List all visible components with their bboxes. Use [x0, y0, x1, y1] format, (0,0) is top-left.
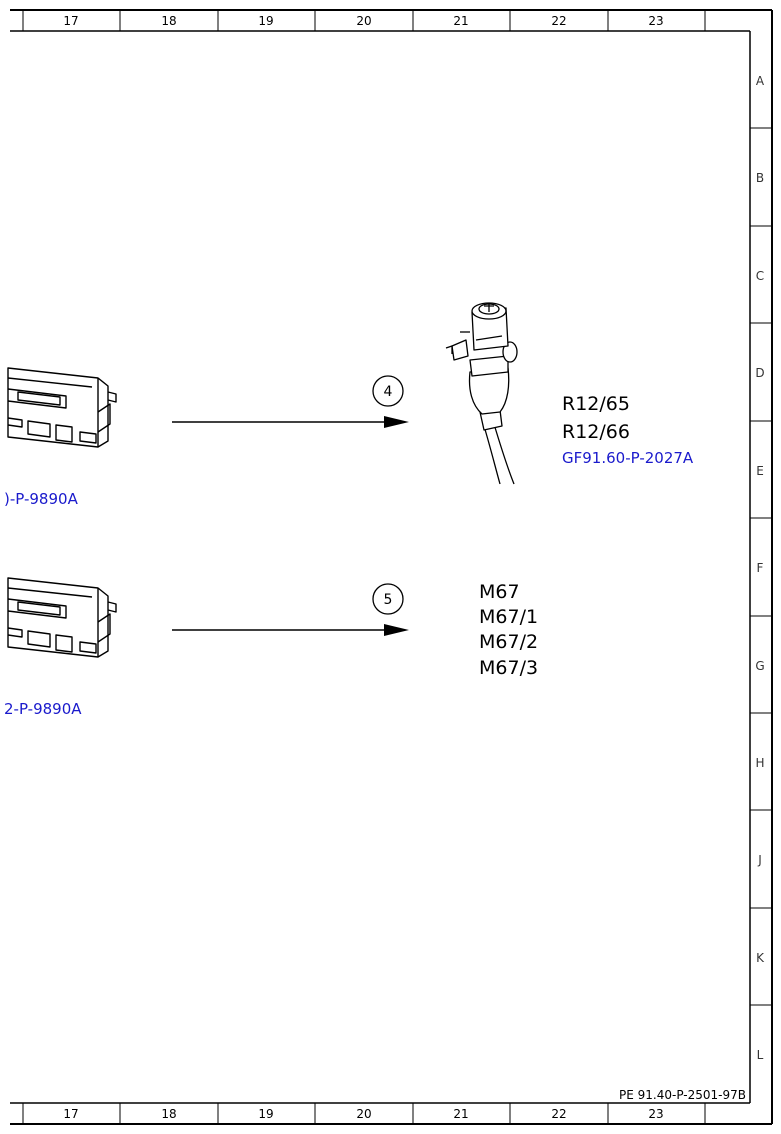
component-code-m67-2: M67/2 [479, 631, 538, 653]
callout-4: 4 [372, 375, 404, 407]
bottom-column-label-21: 21 [453, 1107, 468, 1121]
component-code-m67-3: M67/3 [479, 657, 538, 679]
row-label-g: G [755, 659, 764, 673]
row-label-b: B [756, 171, 764, 185]
right-row-ruler: A B C D E F G H J K L [750, 74, 772, 1062]
bottom-column-ruler: 17 18 19 20 21 22 23 [22, 1103, 706, 1124]
column-label-21: 21 [453, 14, 468, 28]
row-label-k: K [756, 951, 765, 965]
component-code-r12-65: R12/65 [562, 393, 630, 415]
row-label-h: H [755, 756, 764, 770]
column-label-17: 17 [63, 14, 78, 28]
row-label-c: C [756, 269, 764, 283]
callout-5-label: 5 [384, 592, 393, 608]
callout-4-label: 4 [384, 384, 393, 400]
bottom-column-label-22: 22 [551, 1107, 566, 1121]
column-label-22: 22 [551, 14, 566, 28]
bottom-column-label-17: 17 [63, 1107, 78, 1121]
column-label-23: 23 [648, 14, 663, 28]
top-column-ruler: 17 18 19 20 21 22 23 [22, 10, 706, 31]
sensor-drawing [445, 302, 518, 485]
document-id: PE 91.40-P-2501-97B [619, 1088, 746, 1102]
column-label-20: 20 [356, 14, 371, 28]
callout-5: 5 [372, 583, 404, 615]
column-label-18: 18 [161, 14, 176, 28]
row-label-d: D [755, 366, 764, 380]
control-unit-ref-link-bottom[interactable]: 2-P-9890A [4, 700, 82, 718]
bottom-column-label-20: 20 [356, 1107, 371, 1121]
component-code-r12-66: R12/66 [562, 421, 630, 443]
sensor-ref-link[interactable]: GF91.60-P-2027A [562, 449, 694, 467]
row-label-j: J [757, 853, 762, 867]
component-code-m67-1: M67/1 [479, 606, 538, 628]
column-label-19: 19 [258, 14, 273, 28]
control-unit-ref-link-top[interactable]: )-P-9890A [4, 490, 79, 508]
row-label-e: E [756, 464, 764, 478]
row-label-a: A [756, 74, 765, 88]
bottom-column-label-18: 18 [161, 1107, 176, 1121]
control-unit-drawing-bottom [7, 577, 117, 658]
row-label-f: F [757, 561, 764, 575]
bottom-column-label-23: 23 [648, 1107, 663, 1121]
bottom-column-label-19: 19 [258, 1107, 273, 1121]
control-unit-drawing-top [7, 367, 117, 448]
connection-arrow-4 [172, 416, 409, 428]
connection-arrow-5 [172, 624, 409, 636]
sheet-frame [10, 9, 773, 1125]
component-code-m67: M67 [479, 581, 520, 603]
row-label-l: L [757, 1048, 764, 1062]
